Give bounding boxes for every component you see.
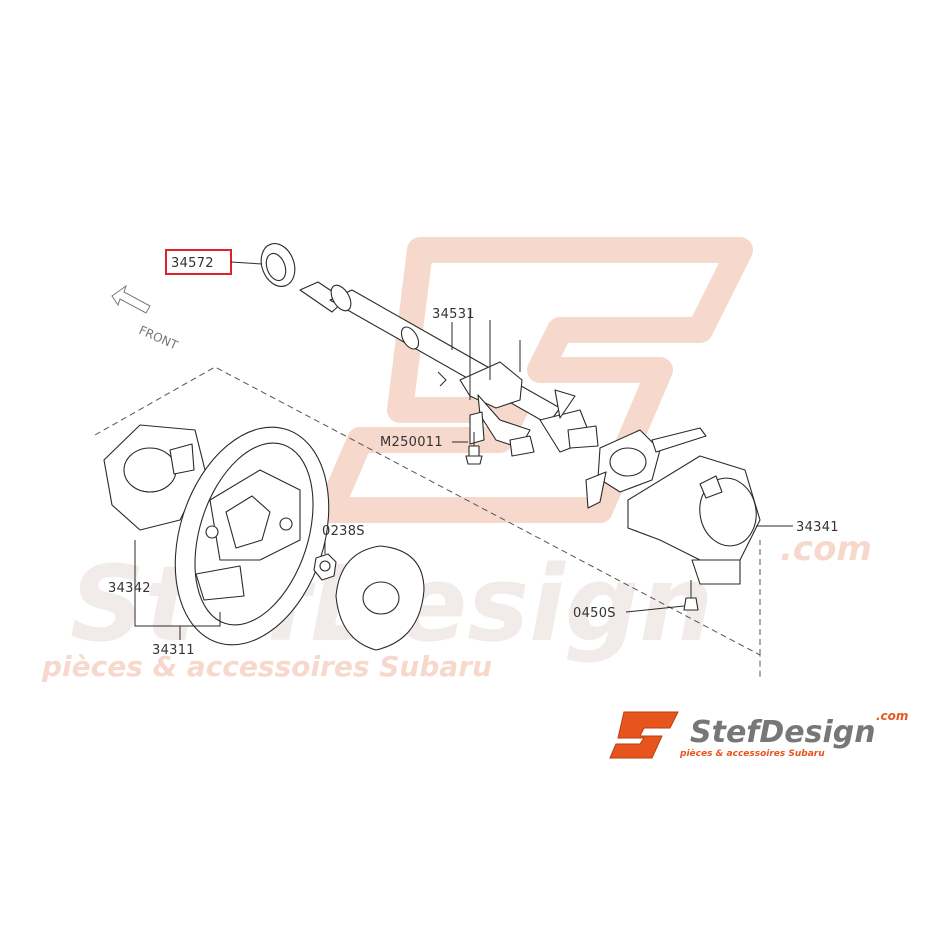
column-cover-34341 <box>627 455 761 585</box>
front-arrow: FRONT <box>111 284 181 353</box>
label-m250011: M250011 <box>380 435 443 450</box>
stefdesign-logo: StefDesign .com pièces & accessoires Sub… <box>609 709 908 759</box>
steering-column-34531 <box>299 281 599 457</box>
nut-0238s <box>313 553 337 581</box>
ring-34572 <box>260 243 296 287</box>
label-34531: 34531 <box>432 307 475 322</box>
logo-tagline: pièces & accessoires Subaru <box>679 748 825 759</box>
leader-0450s <box>625 605 685 613</box>
label-34341: 34341 <box>796 520 839 535</box>
bolt-m250011 <box>465 432 483 465</box>
watermark-sd-emblem <box>317 237 753 523</box>
front-label: FRONT <box>137 323 181 353</box>
steering-wheel-34311 <box>174 426 330 646</box>
label-0450s: 0450S <box>573 606 616 621</box>
combination-switch <box>585 427 707 509</box>
rear-cover-34342 <box>103 424 206 531</box>
screw-0450s <box>683 580 699 611</box>
label-34572: 34572 <box>171 256 214 271</box>
label-34342: 34342 <box>108 581 151 596</box>
label-34311: 34311 <box>152 643 195 658</box>
logo-dotcom: .com <box>876 709 908 723</box>
logo-sd-emblem <box>609 711 679 759</box>
label-0238s: 0238S <box>322 524 365 539</box>
logo-brand: StefDesign <box>690 715 876 750</box>
airbag-module <box>335 545 425 651</box>
watermark-tagline: pièces & accessoires Subaru <box>41 650 492 683</box>
watermark-dotcom: .com <box>780 529 872 569</box>
leader-34342-34311 <box>134 540 221 627</box>
leader-34572 <box>230 261 263 265</box>
